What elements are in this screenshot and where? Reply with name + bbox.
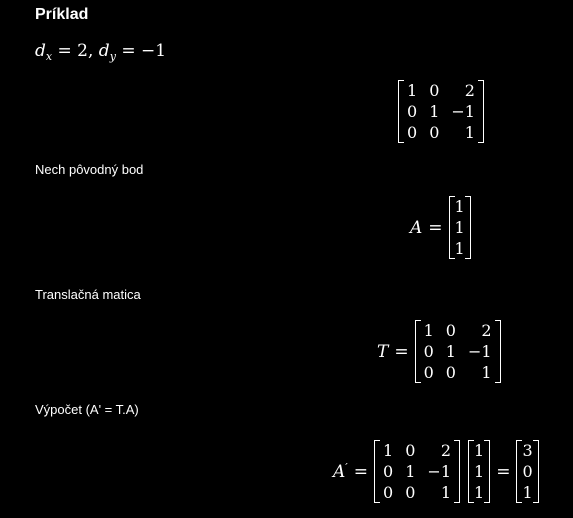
matrix-row: 0 (519, 461, 535, 482)
matrix-row: 1 (471, 482, 487, 503)
dx-symbol: d (35, 41, 46, 61)
matrix-cell: 1 (423, 320, 434, 340)
matrix-cell: 1 (474, 461, 485, 481)
matrix-cell: 0 (445, 362, 456, 382)
matrix-cell: 0 (407, 101, 418, 121)
matrix-cell: 2 (464, 80, 475, 100)
equals-sign: = (353, 461, 369, 482)
label-translation-matrix: Translačná matica (35, 287, 141, 302)
given-deltas: dx = 2, dy = −1 (35, 41, 167, 63)
matrix-row: 1 (471, 440, 487, 461)
dx-subscript: x (45, 50, 53, 63)
point-symbol: A (410, 217, 423, 238)
matrix-cell: 1 (405, 461, 416, 481)
matrix-cell: 0 (383, 461, 394, 481)
matrix-cell: 1 (440, 482, 451, 502)
page-title: Príklad (35, 6, 89, 23)
matrix-cell: 1 (474, 440, 485, 460)
matrix-cell: 2 (481, 320, 492, 340)
matrix-row: 3 (519, 440, 535, 461)
matrix-row: 1 (452, 238, 468, 259)
label-original-point: Nech pôvodný bod (35, 162, 144, 177)
matrix-cell: 1 (481, 362, 492, 382)
equals-sign-result: = (496, 461, 511, 482)
matrix-cell: 0 (383, 482, 394, 502)
matrix-cell: 2 (440, 440, 451, 460)
matrix-cell: 1 (454, 238, 465, 258)
matrix-symbol: T (377, 341, 389, 362)
matrix-cell: 1 (454, 196, 465, 216)
dx-value: = 2, (57, 41, 94, 61)
matrix-cell: 1 (383, 440, 394, 460)
matrix-row: 1 (519, 482, 535, 503)
dy-subscript: y (109, 50, 116, 63)
matrix-cell: 1 (454, 217, 465, 237)
matrix-cell: 0 (405, 440, 416, 460)
matrix-cell: 0 (522, 461, 533, 481)
dy-symbol: d (98, 41, 110, 61)
matrix-cell: 1 (474, 482, 485, 502)
matrix-cell: −1 (467, 341, 492, 361)
matrix-row: 1 (471, 461, 487, 482)
equals-sign: = (394, 341, 409, 362)
matrix-cell: −1 (427, 461, 451, 481)
matrix-cell: 3 (522, 440, 533, 460)
matrix-cell: 0 (429, 80, 440, 100)
matrix-cell: 0 (429, 122, 440, 142)
matrix-cell: 1 (407, 80, 418, 100)
matrix-row: 1 (452, 196, 468, 217)
matrix-row: 1 (452, 217, 468, 238)
matrix-cell: −1 (451, 101, 475, 121)
matrix-cell: 1 (429, 101, 440, 121)
matrix-cell: 0 (407, 122, 418, 142)
matrix-cell: 1 (522, 482, 533, 502)
matrix-cell: 0 (445, 320, 456, 340)
matrix-cell: 1 (464, 122, 475, 142)
result-symbol: A′ (333, 460, 348, 482)
equals-sign: = (428, 217, 443, 238)
matrix-cell: 0 (423, 341, 434, 361)
label-computation: Výpočet (A' = T.A) (35, 402, 139, 417)
dy-value: = −1 (121, 41, 167, 61)
matrix-cell: 0 (405, 482, 416, 502)
matrix-cell: 0 (423, 362, 434, 382)
matrix-cell: 1 (445, 341, 456, 361)
